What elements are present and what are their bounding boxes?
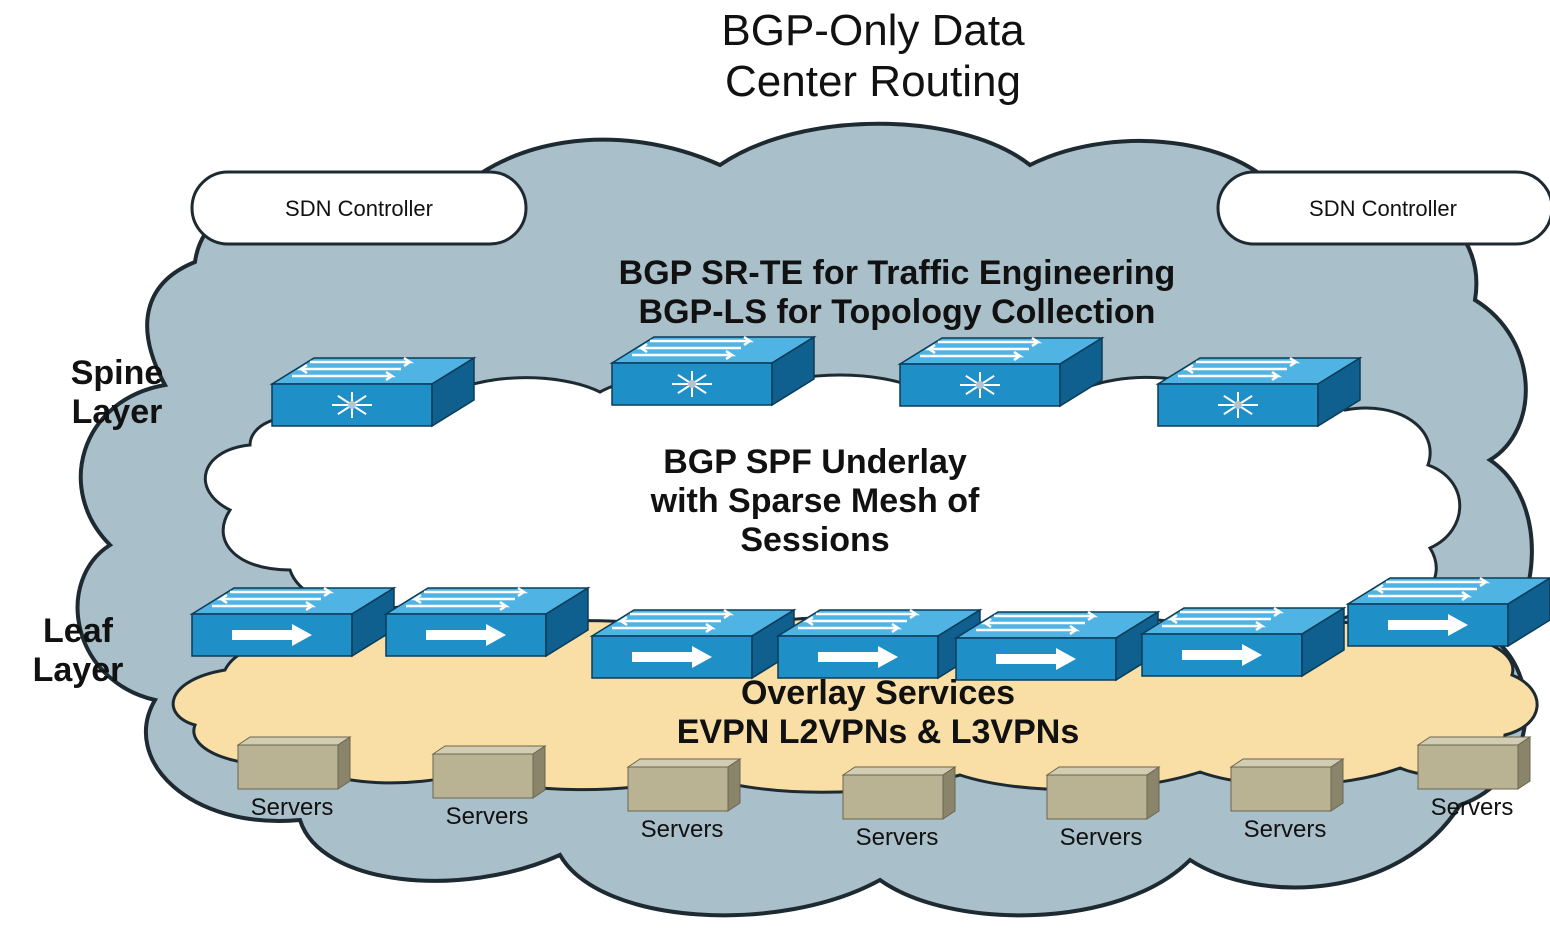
server-icon — [626, 758, 742, 812]
sdn-controller-label: SDN Controller — [285, 196, 433, 221]
spine-layer-label: Spine — [71, 354, 164, 392]
control-plane-text: BGP-LS for Topology Collection — [639, 293, 1156, 331]
sdn-controller-right: SDN Controller — [1216, 170, 1550, 246]
underlay-text: with Sparse Mesh of — [650, 482, 980, 520]
servers-label: Servers — [1431, 794, 1514, 821]
servers-label: Servers — [251, 794, 334, 821]
servers-label: Servers — [856, 824, 939, 851]
spine-switch-icon — [609, 335, 817, 407]
leaf-switch-icon — [383, 586, 591, 658]
spine-switch-icon — [1155, 356, 1363, 428]
underlay-text: BGP SPF Underlay — [663, 443, 967, 481]
leaf-switch-icon — [1139, 606, 1347, 678]
spine-switch-icon — [269, 356, 477, 428]
overlay-text: EVPN L2VPNs & L3VPNs — [677, 713, 1079, 751]
leaf-switch-icon — [1345, 576, 1550, 648]
server-icon — [431, 745, 547, 799]
server-icon — [841, 766, 957, 820]
servers-label: Servers — [1244, 816, 1327, 843]
leaf-layer-label: Layer — [33, 651, 124, 689]
spine-layer-label: Layer — [72, 393, 163, 431]
server-icon — [1045, 766, 1161, 820]
spine-switches — [269, 335, 1363, 428]
underlay-text: Sessions — [740, 521, 889, 559]
sdn-controller-left: SDN Controller — [190, 170, 528, 246]
servers-label: Servers — [1060, 824, 1143, 851]
diagram-title: Center Routing — [725, 57, 1021, 106]
leaf-switch-icon — [953, 610, 1161, 682]
leaf-switch-icon — [775, 608, 983, 680]
control-plane-text: BGP SR-TE for Traffic Engineering — [619, 254, 1176, 292]
spine-switch-icon — [897, 336, 1105, 408]
leaf-layer-label: Leaf — [43, 612, 114, 650]
server-icon — [1416, 736, 1532, 790]
servers-label: Servers — [446, 803, 529, 830]
sdn-controller-label: SDN Controller — [1309, 196, 1457, 221]
server-icon — [236, 736, 352, 790]
servers-label: Servers — [641, 816, 724, 843]
server-icon — [1229, 758, 1345, 812]
leaf-switches — [189, 576, 1550, 682]
leaf-switch-icon — [589, 608, 797, 680]
diagram-title: BGP-Only Data — [721, 6, 1025, 55]
leaf-switch-icon — [189, 586, 397, 658]
